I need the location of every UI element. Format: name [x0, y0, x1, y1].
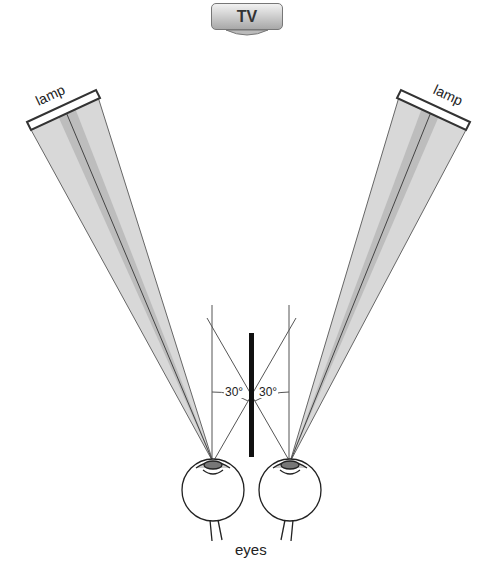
tv-label: TV [237, 8, 257, 26]
eyes-label: eyes [235, 542, 267, 557]
angle-line [207, 318, 290, 462]
right-eye [259, 459, 321, 541]
septum-bar [249, 333, 254, 457]
angle-line [213, 318, 296, 462]
tv-stand [226, 30, 268, 35]
angle-label: 30° [258, 386, 278, 398]
beam-axis [66, 112, 213, 462]
light-beam-core [290, 108, 439, 462]
tv-box: TV [211, 3, 283, 30]
light-beam-core [58, 108, 213, 462]
light-beam [30, 97, 213, 462]
lamp-label: lamp [431, 82, 464, 108]
left-eye [182, 459, 244, 541]
lamp-label: lamp [33, 82, 66, 108]
light-beam [290, 97, 467, 462]
beam-axis [290, 112, 431, 462]
angle-label: 30° [224, 386, 244, 398]
reference-line [212, 305, 213, 462]
